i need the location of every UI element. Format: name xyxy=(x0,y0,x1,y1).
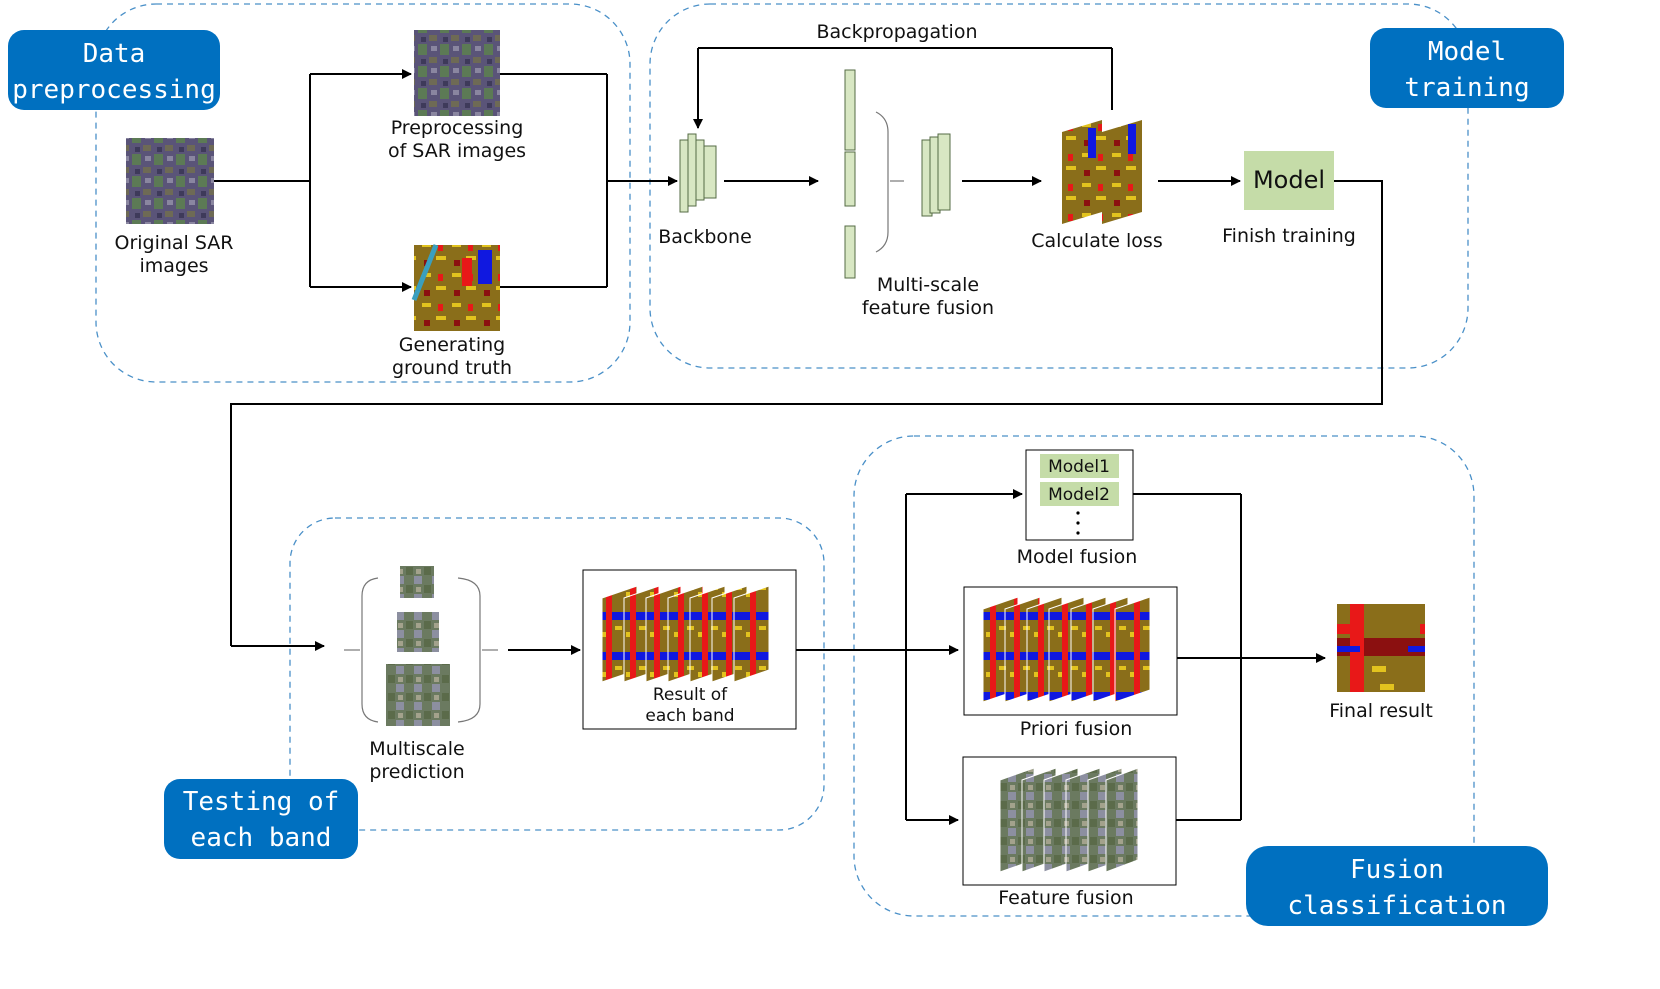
data-preprocessing-badge-line-1: Data xyxy=(83,39,146,69)
band-results-label-2: each band xyxy=(645,706,734,726)
multiscale-right-bracket xyxy=(457,577,481,723)
multiscale-patch-small xyxy=(400,566,434,598)
model-training-badge-line-2: training xyxy=(1404,73,1529,103)
loss-map-blue xyxy=(1088,128,1096,158)
preprocess-label-1: Preprocessing xyxy=(391,117,524,139)
priori-fusion-stack xyxy=(982,596,1151,703)
model2-label: Model2 xyxy=(1048,485,1110,505)
data-preprocessing-badge-line-2: preprocessing xyxy=(12,75,216,105)
ground-truth-red-block xyxy=(462,258,472,286)
ellipsis-dot xyxy=(1076,531,1080,535)
ellipsis-dot xyxy=(1076,511,1080,515)
fusion-classification-badge-line-1: Fusion xyxy=(1350,855,1444,885)
model-training-badge-line-1: Model xyxy=(1428,37,1506,67)
model-label: Model xyxy=(1253,166,1325,194)
loss-map-blue xyxy=(1128,124,1136,154)
preprocessed-sar-image xyxy=(414,30,500,116)
multiscale-fusion-label-1: Multi-scale xyxy=(877,274,979,296)
final-result-label: Final result xyxy=(1329,700,1433,722)
original-sar-label-1: Original SAR xyxy=(114,232,233,254)
feature-fusion-label: Feature fusion xyxy=(998,887,1133,909)
ground-truth-river xyxy=(411,244,439,301)
testing-region xyxy=(289,517,825,831)
model1-label: Model1 xyxy=(1048,457,1110,477)
model1-box xyxy=(1040,454,1119,478)
multiscale-prediction-label-2: prediction xyxy=(369,761,464,783)
training-to-testing-connector xyxy=(230,180,1383,646)
original-sar-label-2: images xyxy=(139,255,208,277)
training-region xyxy=(649,3,1469,369)
calculate-loss-label: Calculate loss xyxy=(1031,230,1162,252)
fusion-classification-badge: Fusion classification xyxy=(1246,846,1548,926)
model2-box xyxy=(1040,482,1119,506)
feature-fusion-stack xyxy=(999,767,1139,873)
testing-badge-line-2: each band xyxy=(191,823,332,853)
ground-truth-label-1: Generating xyxy=(399,334,505,356)
preprocessing-region xyxy=(95,3,631,383)
ground-truth-blue-block xyxy=(478,250,492,284)
finish-training-label: Finish training xyxy=(1222,225,1356,247)
fusion-region xyxy=(853,435,1475,917)
backbone-layers xyxy=(679,133,717,213)
band-results-stack xyxy=(601,585,770,683)
ellipsis-dot xyxy=(1076,521,1080,525)
original-sar-image xyxy=(126,138,214,224)
model-fusion-label: Model fusion xyxy=(1017,546,1138,568)
multiscale-patch-large xyxy=(386,664,450,726)
backbone-label: Backbone xyxy=(658,226,752,248)
testing-badge-line-1: Testing of xyxy=(183,787,340,817)
fused-feature-layers xyxy=(921,133,951,217)
preprocess-label-2: of SAR images xyxy=(388,140,526,162)
final-result-image xyxy=(1337,604,1425,692)
model-box xyxy=(1244,151,1334,210)
multiscale-prediction-label-1: Multiscale xyxy=(369,738,464,760)
multiscale-brace xyxy=(875,111,889,253)
testing-badge: Testing of each band xyxy=(164,779,358,859)
ground-truth-label-2: ground truth xyxy=(392,357,512,379)
multiscale-fusion-label-2: feature fusion xyxy=(862,297,994,319)
fusion-classification-badge-line-2: classification xyxy=(1287,891,1506,921)
priori-fusion-label: Priori fusion xyxy=(1020,718,1133,740)
multiscale-left-bracket xyxy=(361,577,379,723)
band-results-label-1: Result of xyxy=(653,685,728,705)
multiscale-patch-medium xyxy=(397,612,439,652)
backpropagation-label: Backpropagation xyxy=(816,21,977,43)
model-training-badge: Model training xyxy=(1370,28,1564,108)
multiscale-feature-layers xyxy=(844,69,856,279)
data-preprocessing-badge: Data preprocessing xyxy=(8,30,220,110)
